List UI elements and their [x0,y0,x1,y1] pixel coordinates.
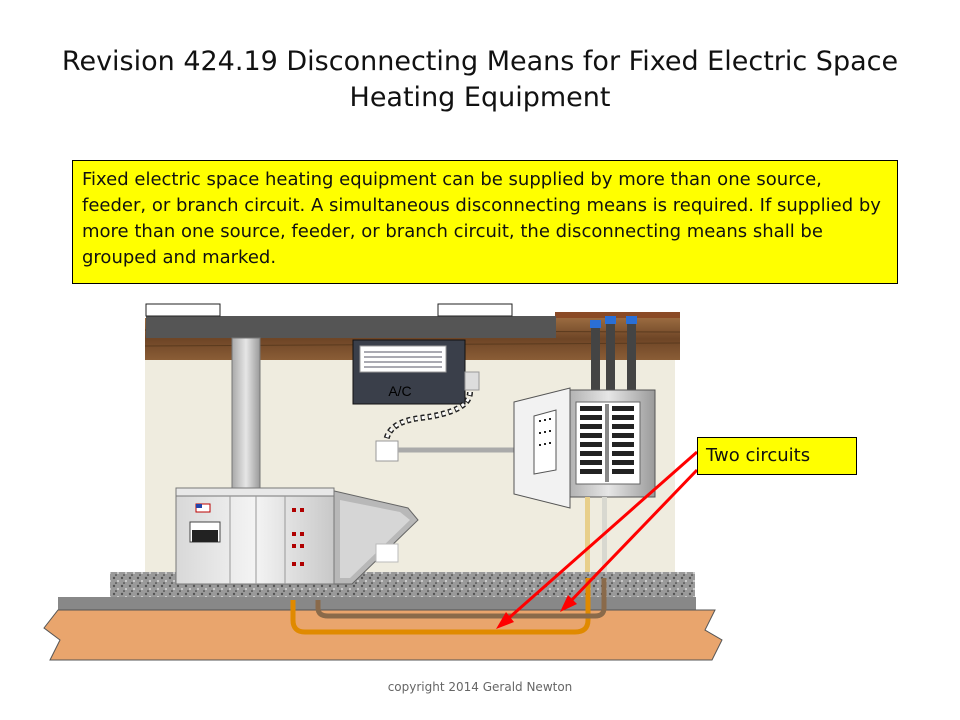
two-circuits-callout: Two circuits [697,437,857,475]
callout-label: Two circuits [706,445,811,466]
furnace-icon [175,487,419,585]
vertical-duct [231,337,261,489]
ac-disconnect [375,440,399,462]
panelboard-icon [513,387,656,509]
arrow-icon [496,450,699,629]
description-text: Fixed electric space heating equipment c… [82,169,881,268]
circuit-two-conduit [315,578,607,619]
title-line-1: Revision 424.19 Disconnecting Means for … [61,46,899,77]
slab-edge [58,597,696,610]
title-line-2: Heating Equipment [349,82,611,113]
ground [43,609,723,661]
ac-unit-icon: A/C [352,339,480,405]
ceiling-duct [146,316,556,338]
slide-title: Revision 424.19 Disconnecting Means for … [40,44,920,116]
description-box: Fixed electric space heating equipment c… [72,160,898,284]
copyright-text: copyright 2014 Gerald Newton [387,680,573,694]
panel-conduits [590,316,637,390]
circuit-one-conduit [290,578,591,635]
ac-unit-label: A/C [388,383,411,399]
